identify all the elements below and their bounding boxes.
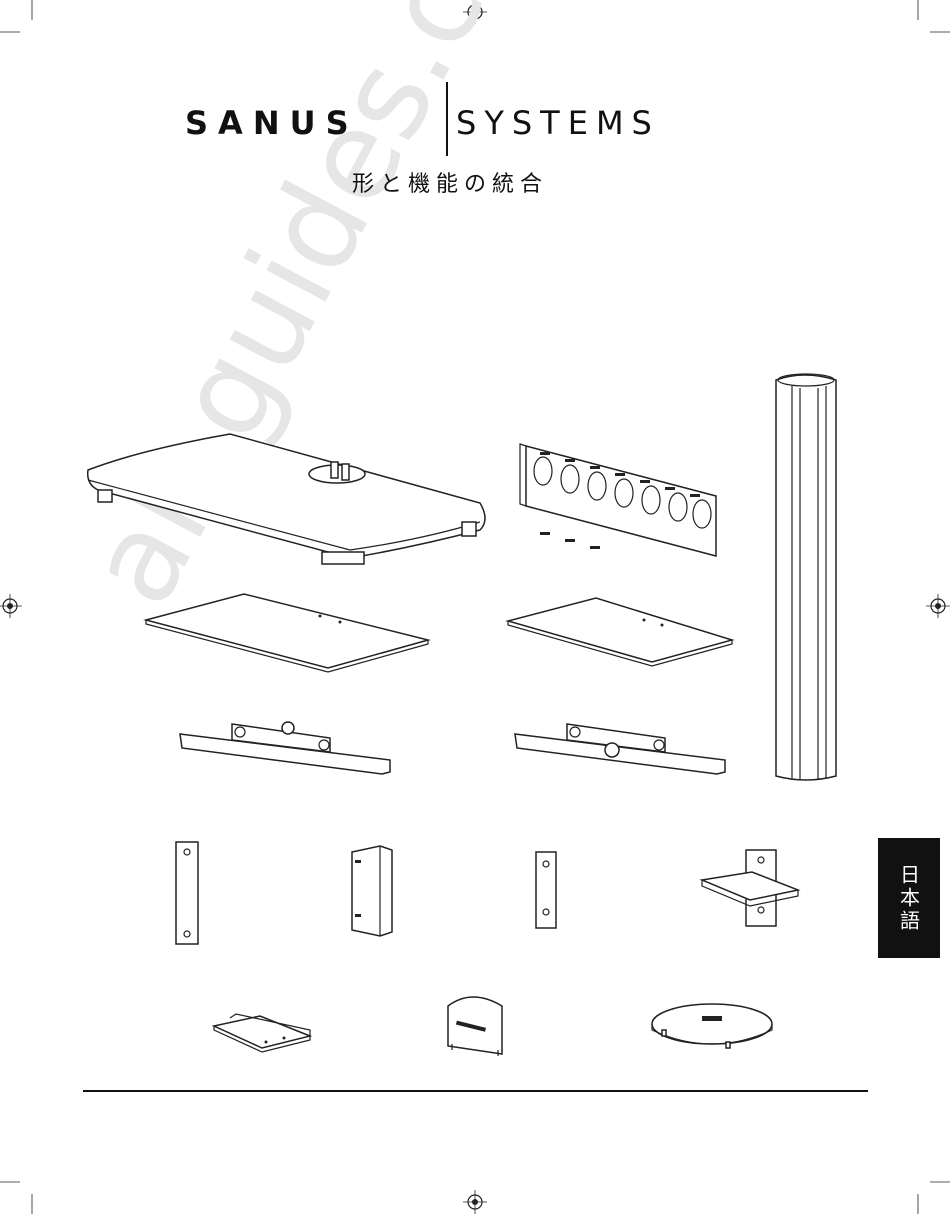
wall-shelf-bracket xyxy=(702,850,798,926)
cover-bracket xyxy=(352,846,392,936)
mounting-plate-illustration xyxy=(520,444,716,556)
footer-rule xyxy=(83,1090,868,1092)
glass-shelf-left xyxy=(146,594,428,672)
spacer-plate-long xyxy=(176,842,198,944)
glass-shelf-right xyxy=(508,598,732,666)
language-tab: 日本語 xyxy=(878,838,940,958)
logo-cap xyxy=(448,997,502,1056)
shelf-bracket-left xyxy=(180,722,390,774)
column-illustration xyxy=(776,374,836,780)
spacer-plate-short xyxy=(536,852,556,928)
small-shelf-bracket xyxy=(214,1014,310,1052)
base-illustration xyxy=(88,434,485,564)
language-tab-label: 日本語 xyxy=(895,864,924,933)
oval-cover-plate xyxy=(652,1004,772,1048)
shelf-bracket-right xyxy=(515,724,725,774)
